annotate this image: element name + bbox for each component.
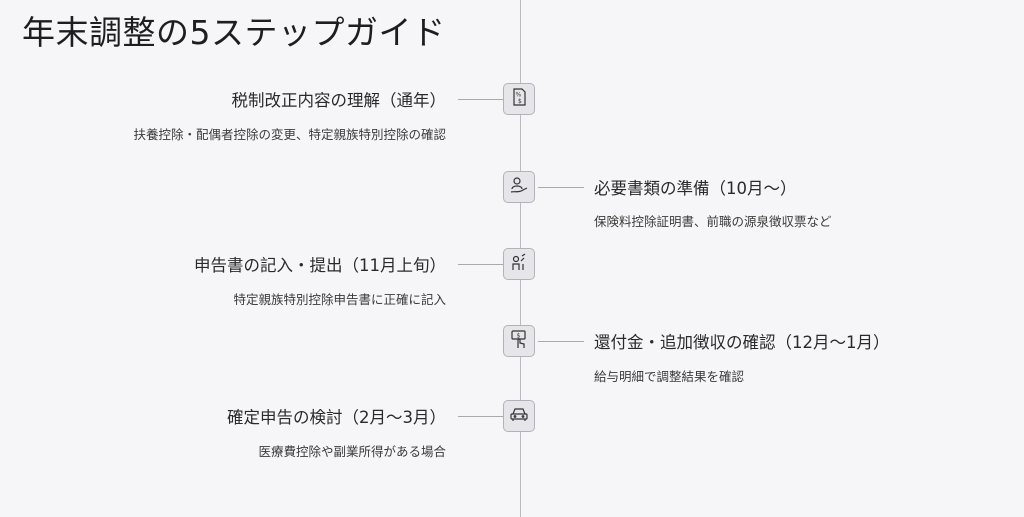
step-3-connector <box>458 264 504 265</box>
step-5-connector <box>458 416 504 417</box>
svg-text:%: % <box>516 92 522 99</box>
page-title: 年末調整の5ステップガイド <box>22 13 446 52</box>
step-2-node <box>503 171 535 203</box>
step-3-title: 申告書の記入・提出（11月上旬） <box>194 256 446 275</box>
svg-text:$: $ <box>517 333 521 340</box>
step-2-desc: 保険料控除証明書、前職の源泉徴収票など <box>594 214 832 229</box>
person-writing-icon <box>509 252 529 276</box>
step-4-title: 還付金・追加徴収の確認（12月〜1月） <box>594 333 890 352</box>
step-1-title: 税制改正内容の理解（通年） <box>231 91 447 110</box>
car-icon <box>509 404 529 428</box>
step-4-connector <box>538 341 584 342</box>
step-3-node <box>503 248 535 280</box>
step-5-node <box>503 400 535 432</box>
step-1-node: % $ <box>503 83 535 115</box>
step-4-desc: 給与明細で調整結果を確認 <box>594 369 745 384</box>
step-1-connector <box>458 99 504 100</box>
step-4-node: $ <box>503 325 535 357</box>
step-2-title: 必要書類の準備（10月〜） <box>594 179 797 198</box>
svg-text:$: $ <box>518 98 522 105</box>
step-3-desc: 特定親族特別控除申告書に正確に記入 <box>233 292 446 307</box>
percent-document-icon: % $ <box>509 87 529 111</box>
step-1-desc: 扶養控除・配偶者控除の変更、特定親族特別控除の確認 <box>133 127 446 142</box>
step-5-desc: 医療費控除や副業所得がある場合 <box>258 444 446 459</box>
hand-money-icon: $ <box>509 329 529 353</box>
person-hand-icon <box>509 175 529 199</box>
step-5-title: 確定申告の検討（2月〜3月） <box>227 408 446 427</box>
step-2-connector <box>538 187 584 188</box>
